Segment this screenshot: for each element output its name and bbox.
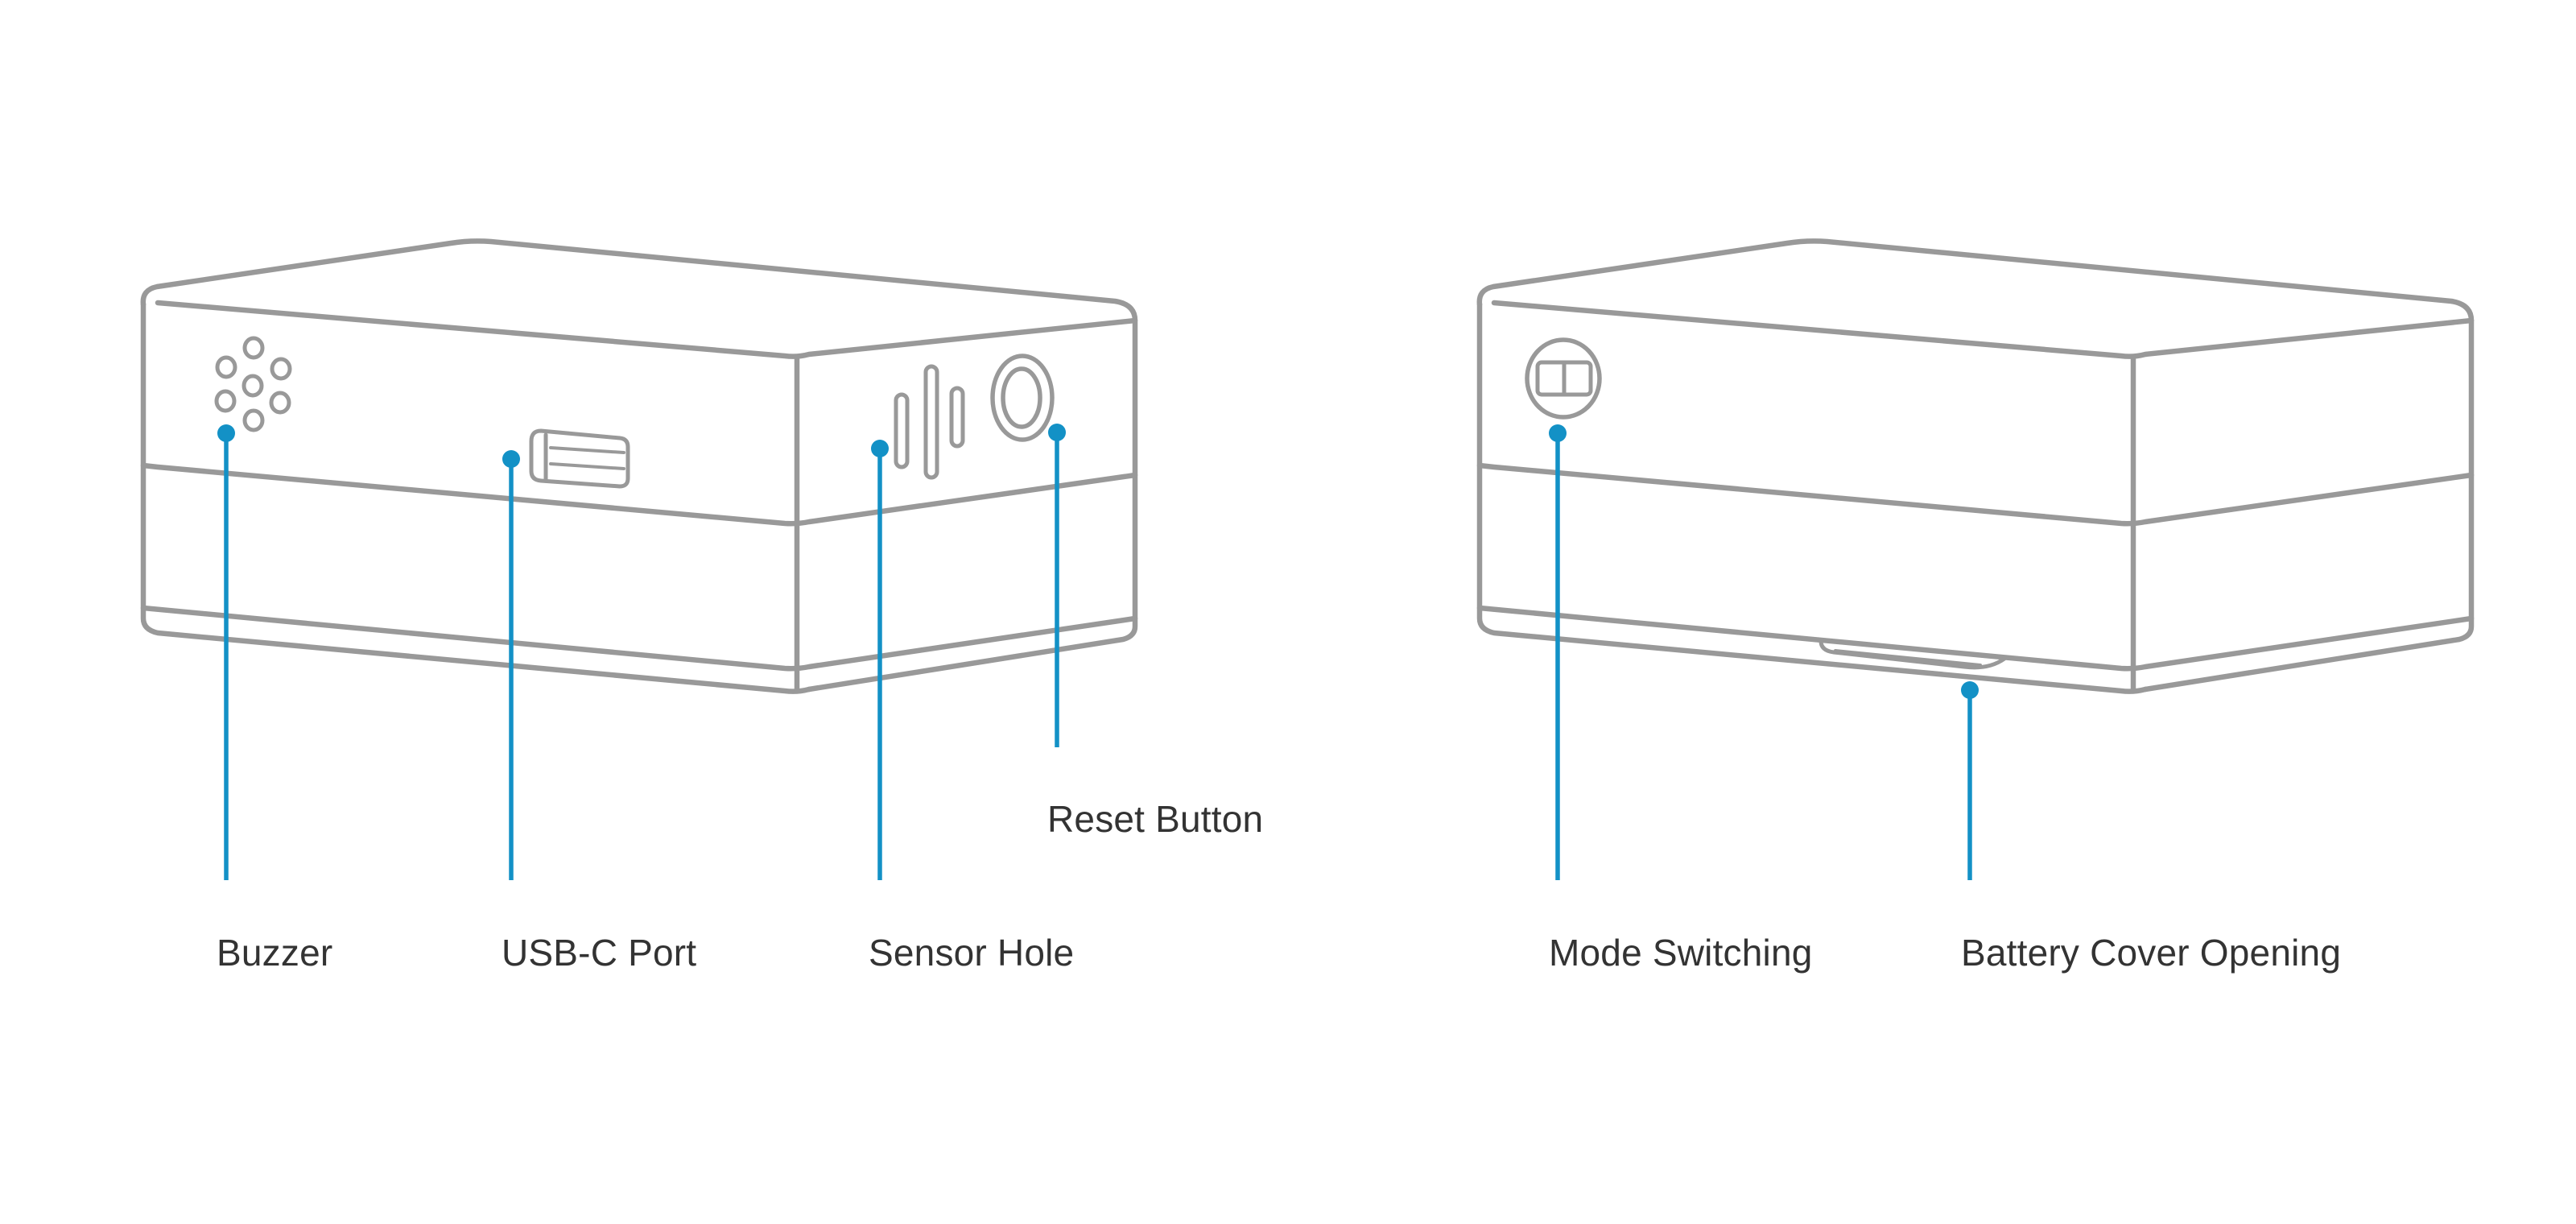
label-reset-button: Reset Button [1047, 798, 1264, 840]
label-battery-cover-opening: Battery Cover Opening [1961, 932, 2342, 974]
sensor-hole-icon [894, 364, 965, 480]
usb-c-port-icon [529, 428, 630, 489]
label-usb-c-port: USB-C Port [502, 932, 697, 974]
device-front-right-face [806, 317, 1138, 693]
leader-buzzer [217, 424, 235, 880]
leader-sensor-hole [871, 440, 889, 880]
device-back-foot [1476, 605, 2475, 672]
label-mode-switching: Mode Switching [1549, 932, 1813, 974]
reset-button-icon [990, 354, 1055, 442]
device-back-right-face [2142, 317, 2475, 693]
device-back-left-face [1476, 301, 2149, 694]
device-front-top-face [140, 238, 1138, 359]
mode-switch-icon [1525, 337, 1602, 420]
device-front-view [140, 238, 1138, 694]
device-back-top-face [1476, 238, 2475, 359]
device-back-seam [1476, 462, 2475, 527]
device-front-seam [140, 462, 1138, 527]
leader-battery-cover-opening [1961, 681, 1979, 880]
label-sensor-hole: Sensor Hole [869, 932, 1075, 974]
label-buzzer: Buzzer [217, 932, 333, 974]
device-back-view [1476, 238, 2475, 694]
battery-cover-tab-icon [1818, 639, 2007, 670]
device-front-left-face [140, 301, 812, 694]
leader-reset-button [1048, 424, 1066, 747]
leader-usb-c-port [502, 450, 520, 880]
device-front-foot [140, 605, 1138, 672]
buzzer-holes-icon [214, 336, 292, 432]
leader-mode-switching [1549, 424, 1567, 880]
